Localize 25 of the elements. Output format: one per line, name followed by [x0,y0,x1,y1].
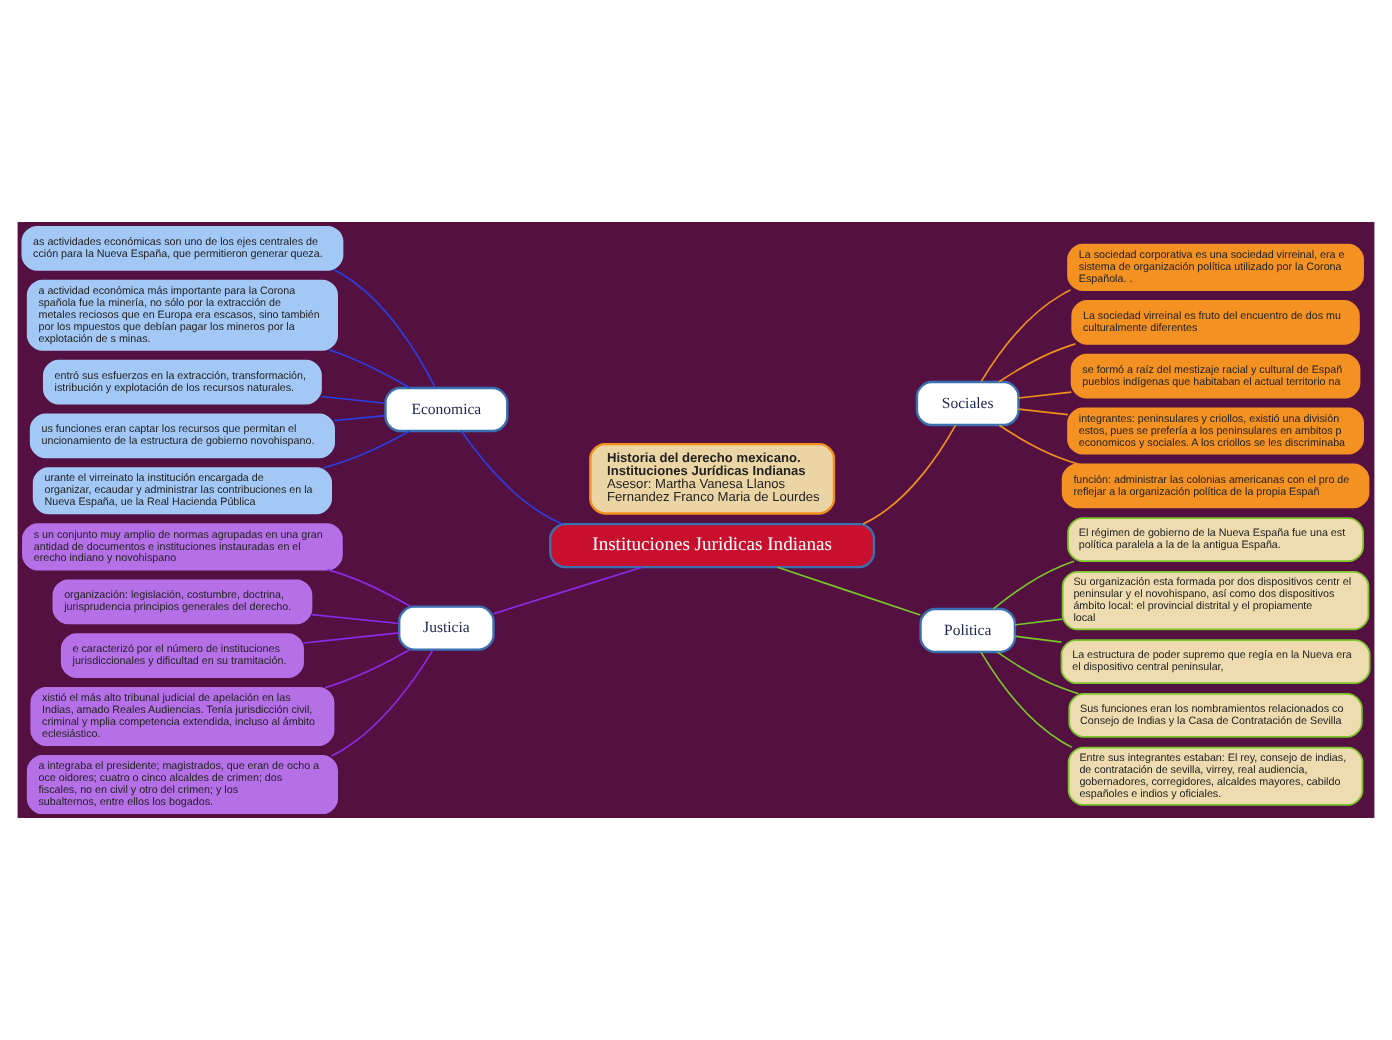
connector [997,343,1077,383]
connector [310,613,400,625]
connector [992,560,1075,610]
connector [998,424,1080,466]
connector [324,648,411,689]
connector [492,566,643,615]
connector [980,289,1072,383]
connector [776,566,922,616]
connector [326,568,412,608]
connector [980,651,1073,749]
connector [328,349,411,389]
connector [330,649,434,757]
connector [1014,635,1063,644]
connector [322,430,411,469]
connector [862,424,957,525]
connector [333,269,436,389]
connector [1017,391,1073,399]
connector [1017,408,1069,416]
connector [302,632,400,644]
connector [320,395,387,405]
connector [996,651,1080,695]
connector [1014,618,1064,626]
node-box: Instituciones Juridicas Indianas [549,523,876,569]
connector [333,414,386,422]
connector [460,430,564,525]
